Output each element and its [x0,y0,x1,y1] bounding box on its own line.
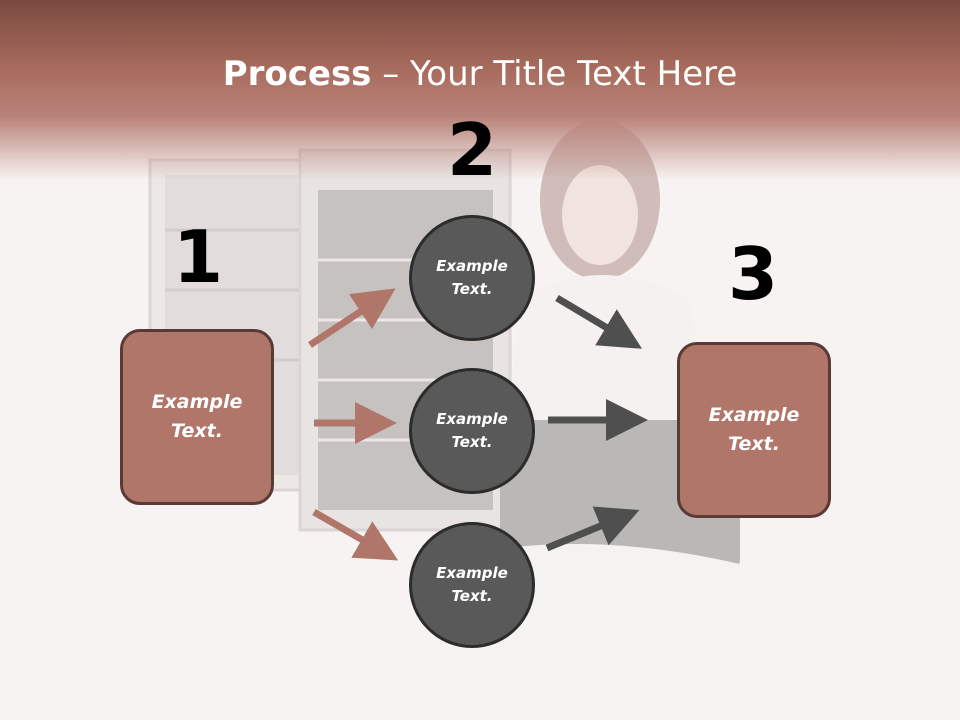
left-box-text: Example Text. [151,391,243,442]
arrow-box1-to-circle1 [308,288,396,348]
title-bold: Process [222,54,372,94]
arrow-box1-to-circle3 [312,508,399,561]
title-banner [0,0,960,180]
arrow-circle1-to-box3 [555,294,643,349]
arrow-circle3-to-box3 [545,506,640,552]
left-box: Example Text. [120,329,274,505]
circle-3: Example Text. [409,522,535,648]
circle-1: Example Text. [409,215,535,341]
circle-3-text: Example Text. [436,564,508,605]
circle-1-text: Example Text. [436,257,508,298]
right-box-text: Example Text. [708,404,800,455]
circle-2: Example Text. [409,368,535,494]
title-rest: – Your Title Text Here [371,54,738,94]
step-number-2: 2 [446,108,498,192]
step-number-3: 3 [727,232,779,316]
slide-title: Process – Your Title Text Here [0,52,960,96]
step-number-1: 1 [172,215,224,299]
right-box: Example Text. [677,342,831,518]
circle-2-text: Example Text. [436,410,508,451]
